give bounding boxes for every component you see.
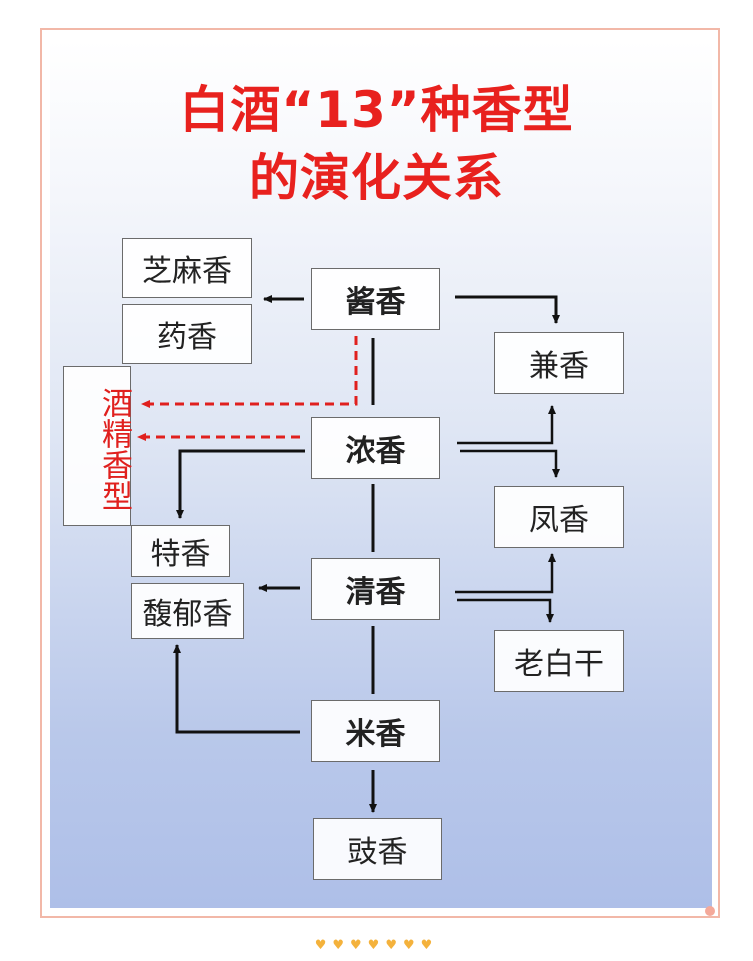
aroma-box-yao: 药香 — [122, 304, 252, 364]
aroma-box-fuyu: 馥郁香 — [131, 583, 244, 639]
aroma-box-jian: 兼香 — [494, 332, 624, 394]
arrow-qing-to-feng — [455, 553, 556, 594]
arrow-nong-to-feng — [460, 449, 560, 478]
arrow-nong-to-te — [176, 449, 305, 519]
frame-top-line — [40, 28, 720, 30]
title-line-1: 白酒“13”种香型 — [179, 81, 574, 139]
aroma-box-qing: 清香 — [311, 558, 440, 620]
arrow-mi-to-fuyu — [173, 644, 300, 734]
heart-icon: ♥♥♥♥♥♥♥ — [314, 938, 439, 953]
aroma-box-alcohol: 酒精香型 — [63, 366, 132, 526]
aroma-box-jiang: 酱香 — [311, 268, 440, 330]
frame-right-line — [718, 28, 720, 918]
dashed-arrow-jiang-to-alcohol — [141, 336, 358, 408]
aroma-box-zhima: 芝麻香 — [122, 238, 252, 298]
aroma-box-laobaigan: 老白干 — [494, 630, 624, 692]
aroma-box-te: 特香 — [131, 525, 230, 577]
aroma-box-feng: 凤香 — [494, 486, 624, 548]
aroma-box-nong: 浓香 — [311, 417, 440, 479]
title-line-2: 的演化关系 — [249, 149, 504, 207]
alcohol-label: 酒精香型 — [96, 387, 132, 511]
aroma-box-mi: 米香 — [311, 700, 440, 762]
arrow-nong-to-jian — [457, 405, 556, 445]
frame-left-line — [40, 28, 42, 918]
arrow-jiang-to-jian — [455, 295, 560, 324]
aroma-box-chi: 豉香 — [313, 818, 442, 880]
corner-decoration — [705, 906, 715, 916]
arrow-qing-to-laobaigan — [457, 598, 554, 623]
frame-bottom-line — [40, 916, 720, 918]
